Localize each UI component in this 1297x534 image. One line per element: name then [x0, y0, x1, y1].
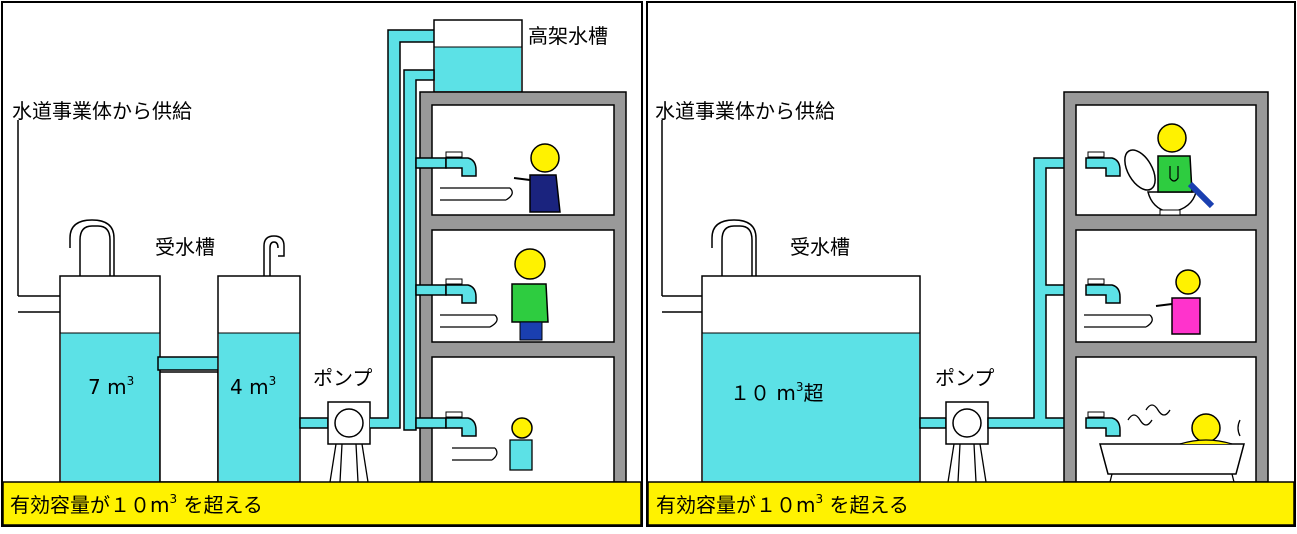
right-footer-text: 有効容量が１０m3 を超える — [656, 492, 909, 517]
elevated-tank-label: 高架水槽 — [528, 24, 608, 48]
left-floor2-faucet — [415, 278, 498, 328]
tank-7m3-vent — [79, 225, 111, 276]
tank-4m3-vent — [263, 235, 285, 276]
right-supply-pipe — [661, 120, 700, 313]
elevated-tank — [433, 19, 523, 93]
tank-4m3-volume: 4 m3 — [230, 374, 276, 399]
tank-4m3-water — [219, 333, 299, 481]
left-footer — [2, 481, 642, 526]
left-pump — [327, 401, 371, 483]
right-pump-label: ポンプ — [935, 366, 994, 390]
left-supply-label: 水道事業体から供給 — [12, 99, 192, 123]
right-panel: 水道事業体から供給 受水槽 ポンプ １０ m3超 — [646, 1, 1296, 527]
person-toilet — [1157, 123, 1215, 209]
tank-7m3-water — [61, 333, 159, 481]
person-floor3 — [509, 417, 533, 471]
tank-10m3-volume: １０ m3超 — [730, 380, 823, 405]
left-tank-label: 受水槽 — [155, 235, 215, 259]
right-floor3-faucet — [1085, 411, 1121, 437]
tank-link-pipe — [157, 356, 221, 371]
left-floor3-faucet — [415, 411, 498, 461]
left-down-pipe — [403, 69, 435, 431]
right-tank-label: 受水槽 — [790, 235, 850, 259]
right-floor1-faucet — [1085, 151, 1121, 177]
toilet — [1124, 149, 1197, 216]
bathtub — [1099, 404, 1245, 483]
right-pump — [945, 401, 989, 483]
tank-10m3-water — [703, 333, 919, 481]
person-floor1 — [513, 143, 561, 213]
left-supply-pipe — [17, 120, 60, 313]
tank-10m3-vent — [721, 225, 753, 276]
tank-7m3-volume: 7 m3 — [88, 374, 134, 399]
tank-link — [159, 371, 219, 483]
person-floor2 — [511, 248, 549, 341]
left-floor1-faucet — [415, 151, 513, 201]
left-panel: 水道事業体から供給 受水槽 高架水槽 ポンプ 7 m3 4 m3 — [1, 1, 643, 527]
right-floor2-faucet — [1084, 278, 1153, 328]
person-washbasin — [1155, 269, 1201, 335]
left-pump-label: ポンプ — [313, 366, 372, 390]
right-footer — [647, 481, 1295, 526]
left-footer-text: 有効容量が１０m3 を超える — [10, 492, 263, 517]
right-supply-label: 水道事業体から供給 — [655, 99, 835, 123]
